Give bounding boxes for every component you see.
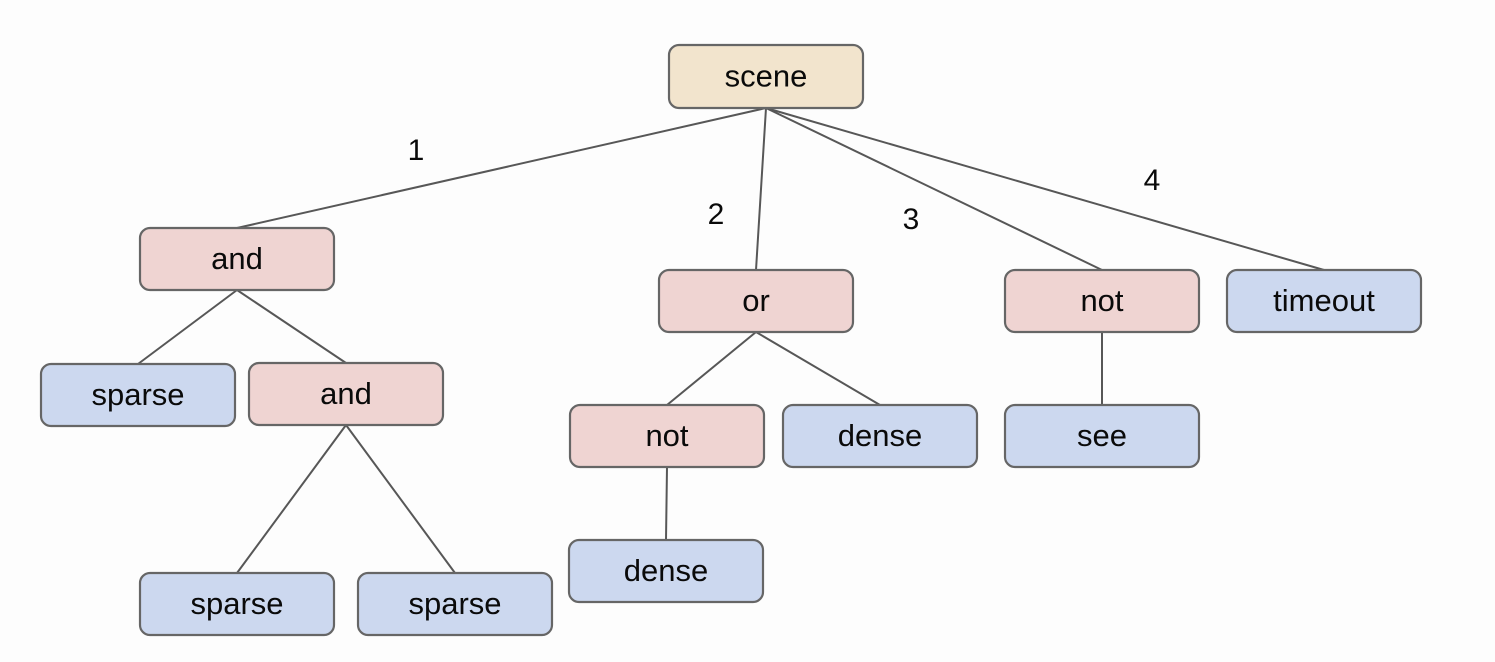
edges-layer: [137, 107, 1325, 574]
node-label-dense1: dense: [838, 418, 922, 453]
node-label-not1: not: [1080, 283, 1123, 318]
node-label-or1: or: [742, 283, 770, 318]
tree-node-not1[interactable]: not: [1003, 268, 1201, 334]
tree-node-sparse3[interactable]: sparse: [356, 571, 554, 637]
node-box-not2[interactable]: [568, 403, 766, 469]
node-label-sparse3: sparse: [408, 586, 501, 621]
tree-node-scene[interactable]: scene: [667, 43, 865, 110]
node-label-dense2: dense: [624, 553, 708, 588]
node-label-scene: scene: [725, 59, 808, 94]
tree-edge-not2-to-dense2: [665, 466, 668, 541]
node-box-dense2[interactable]: [567, 538, 765, 604]
tree-edge-scene-to-timeout1: [765, 107, 1325, 271]
node-box-and2[interactable]: [247, 361, 445, 427]
tree-node-timeout1[interactable]: timeout: [1225, 268, 1423, 334]
node-label-sparse1: sparse: [91, 377, 184, 412]
tree-node-not2[interactable]: not: [568, 403, 766, 469]
tree-edge-or1-to-dense1: [755, 331, 881, 406]
tree-edge-and2-to-sparse2: [236, 424, 347, 574]
edge-label-1: 1: [408, 134, 425, 167]
node-box-scene[interactable]: [667, 43, 865, 110]
tree-node-and2[interactable]: and: [247, 361, 445, 427]
tree-edge-or1-to-not2: [666, 331, 757, 406]
tree-node-see1[interactable]: see: [1003, 403, 1201, 469]
edge-labels-layer: 1 2 3 4: [408, 134, 1161, 236]
edge-label-4: 4: [1144, 164, 1161, 197]
edge-label-3: 3: [903, 203, 920, 236]
node-box-and1[interactable]: [138, 226, 336, 292]
node-label-timeout1: timeout: [1273, 283, 1375, 318]
node-label-not2: not: [645, 418, 688, 453]
node-label-sparse2: sparse: [190, 586, 283, 621]
tree-node-sparse1[interactable]: sparse: [39, 362, 237, 428]
nodes-layer: scene and or not timeout sparse and not dense see…: [39, 43, 1423, 637]
tree-node-sparse2[interactable]: sparse: [138, 571, 336, 637]
node-box-sparse2[interactable]: [138, 571, 336, 637]
node-box-sparse3[interactable]: [356, 571, 554, 637]
tree-edge-and1-to-sparse1: [137, 289, 238, 365]
tree-edge-and2-to-sparse3: [345, 424, 456, 574]
tree-node-and1[interactable]: and: [138, 226, 336, 292]
node-box-dense1[interactable]: [781, 403, 979, 469]
node-box-timeout1[interactable]: [1225, 268, 1423, 334]
node-box-or1[interactable]: [657, 268, 855, 334]
tree-edge-scene-to-or1: [755, 107, 767, 271]
node-box-see1[interactable]: [1003, 403, 1201, 469]
tree-edge-scene-to-not1: [765, 107, 1103, 271]
tree-node-or1[interactable]: or: [657, 268, 855, 334]
tree-edge-scene-to-and1: [236, 107, 767, 229]
node-box-not1[interactable]: [1003, 268, 1201, 334]
node-label-and2: and: [320, 376, 372, 411]
tree-edge-and1-to-and2: [236, 289, 347, 364]
tree-node-dense2[interactable]: dense: [567, 538, 765, 604]
edge-label-2: 2: [708, 198, 725, 231]
node-label-see1: see: [1077, 418, 1127, 453]
tree-node-dense1[interactable]: dense: [781, 403, 979, 469]
node-label-and1: and: [211, 241, 263, 276]
node-box-sparse1[interactable]: [39, 362, 237, 428]
